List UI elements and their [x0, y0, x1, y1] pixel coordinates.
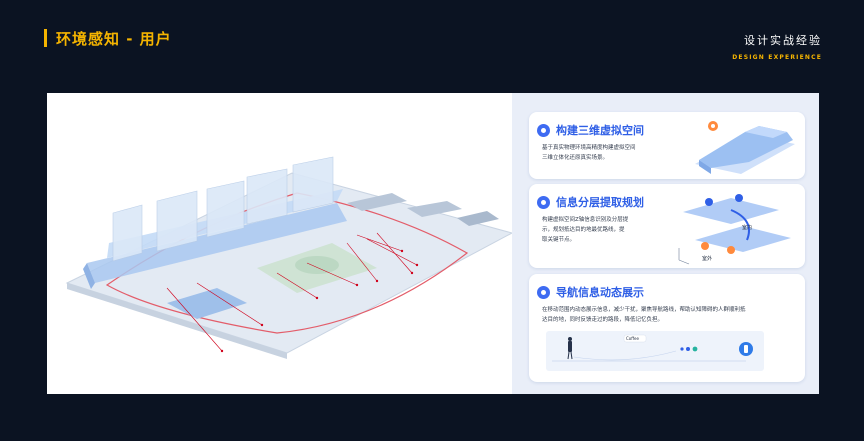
building-illustration — [47, 93, 514, 394]
location-pin-icon — [537, 123, 550, 137]
card-dynamic-navigation: 导航信息动态展示 在移动范围内动态展示信息，减少干扰，聚焦导航路线，帮助认知障碍… — [529, 274, 805, 382]
brand-block: 设计实战经验 DESIGN EXPERIENCE — [732, 32, 822, 61]
info-panels — [112, 156, 334, 262]
person-head — [568, 337, 572, 341]
card-description: 基于真实物理环境高精度构建虚拟空间 三维立体化还原真实场景。 — [542, 143, 636, 163]
navigation-scene-svg — [552, 334, 753, 362]
small-building-2 — [407, 201, 462, 217]
person-body — [568, 341, 572, 352]
desc-line: 示，规划抵达目的地最优路线，提 — [542, 227, 625, 233]
small-building-3 — [457, 211, 499, 226]
desc-line: 取关键节点。 — [542, 237, 576, 243]
navigation-preview: Coffee — [546, 331, 764, 371]
ground-edge — [67, 283, 287, 359]
map-label-indoor: 室内 — [742, 225, 753, 231]
page-header: 环境感知 - 用户 — [44, 28, 172, 48]
node-marker — [727, 246, 735, 254]
model-side — [699, 160, 711, 174]
card-header: 导航信息动态展示 — [537, 284, 644, 300]
marker-center — [711, 124, 715, 128]
isometric-building-svg — [65, 156, 514, 359]
card-description: 在移动范围内动态展示信息，减少干扰，聚焦导航路线，帮助认知障碍的人群顺利抵 达目… — [542, 305, 797, 325]
coffee-label: Coffee — [626, 336, 639, 341]
3d-model-illustration — [695, 121, 795, 174]
model-top — [745, 126, 787, 138]
layers-icon — [537, 195, 550, 209]
route-faint — [573, 350, 677, 361]
main-building-side — [83, 263, 95, 289]
small-building-1 — [347, 193, 407, 211]
card-header: 信息分层提取规划 — [537, 194, 644, 210]
page-title: 环境感知 - 用户 — [56, 29, 172, 48]
feature-column: 构建三维虚拟空间 基于真实物理环境高精度构建虚拟空间 三维立体化还原真实场景。 … — [512, 93, 819, 394]
card-layered-planning: 信息分层提取规划 构建虚拟空间Z轴信息识别及分层提 示，规划抵达目的地最优路线，… — [529, 184, 805, 268]
annotation-lines — [166, 232, 418, 352]
title-accent-bar — [44, 29, 47, 47]
route-path — [730, 209, 750, 241]
content-panel: 构建三维虚拟空间 基于真实物理环境高精度构建虚拟空间 三维立体化还原真实场景。 … — [47, 93, 819, 394]
node-marker — [735, 194, 743, 202]
card-description: 构建虚拟空间Z轴信息识别及分层提 示，规划抵达目的地最优路线，提 取关键节点。 — [542, 215, 628, 245]
layer-bottom — [695, 226, 791, 252]
brand-subtitle: DESIGN EXPERIENCE — [732, 54, 822, 61]
node-marker — [705, 198, 713, 206]
axis-x — [678, 259, 690, 265]
signal-dot — [686, 347, 690, 351]
card-header: 构建三维虚拟空间 — [537, 122, 644, 138]
card-title: 导航信息动态展示 — [556, 286, 644, 299]
card-3d-space: 构建三维虚拟空间 基于真实物理环境高精度构建虚拟空间 三维立体化还原真实场景。 — [529, 112, 805, 179]
layered-map-illustration — [678, 194, 791, 265]
desc-line: 基于真实物理环境高精度构建虚拟空间 — [542, 145, 636, 151]
desc-line: 三维立体化还原真实场景。 — [542, 155, 609, 161]
sound-button-glyph — [744, 345, 748, 353]
node-marker — [701, 242, 709, 250]
card-title: 信息分层提取规划 — [556, 196, 644, 209]
desc-line: 在移动范围内动态展示信息，减少干扰，聚焦导航路线，帮助认知障碍的人群顺利抵 — [542, 307, 746, 313]
signal-dot — [680, 347, 684, 351]
person-leg — [570, 351, 573, 360]
brand-title: 设计实战经验 — [744, 34, 822, 47]
annotation-dots — [220, 249, 419, 353]
card-title: 构建三维虚拟空间 — [556, 124, 644, 137]
person-leg — [567, 351, 570, 360]
navigation-icon — [537, 285, 550, 299]
coffee-bubble — [623, 334, 647, 343]
signal-dot — [692, 346, 698, 352]
main-building-front — [87, 203, 347, 283]
field-center — [295, 256, 339, 274]
map-label-outdoor: 室外 — [702, 256, 713, 262]
desc-line: 达目的地，同时反馈走过的路段，降低记忆负担。 — [542, 317, 664, 323]
desc-line: 构建虚拟空间Z轴信息识别及分层提 — [542, 217, 629, 223]
